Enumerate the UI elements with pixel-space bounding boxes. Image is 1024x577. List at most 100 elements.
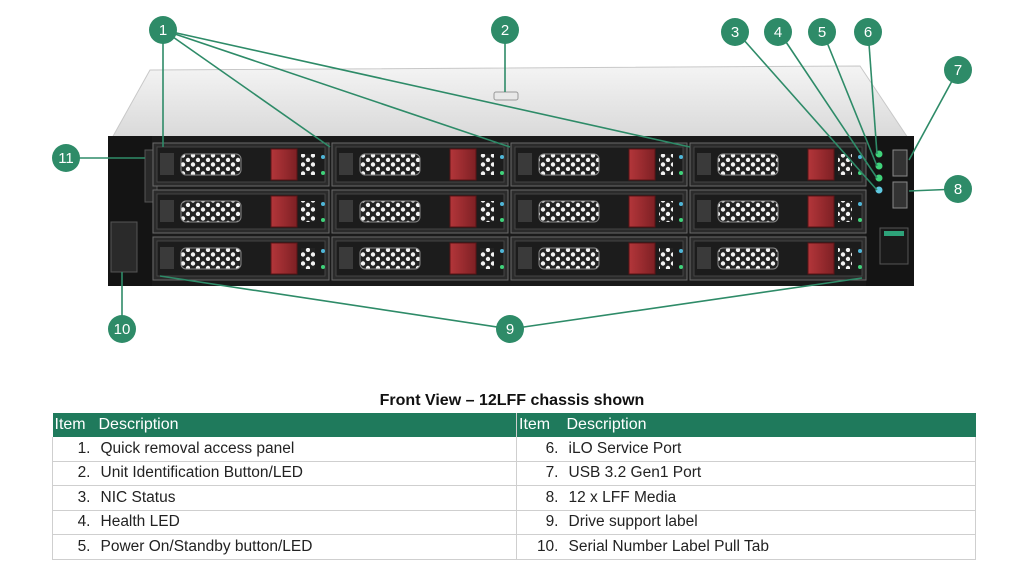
drive-status-led — [679, 171, 683, 175]
drive-support-label — [160, 200, 174, 222]
item-number: 9. — [516, 510, 565, 535]
drive-vent-grill — [538, 153, 600, 176]
chassis-top-cover — [111, 65, 909, 139]
drive-vent-grill — [180, 247, 242, 270]
left-ear-panel — [110, 221, 138, 273]
hpe-logo — [884, 231, 904, 236]
drive-release-latch[interactable] — [628, 148, 656, 181]
drive-status-led — [500, 218, 504, 222]
svg-text:10: 10 — [114, 321, 131, 338]
drive-status-led — [500, 265, 504, 269]
item-number: 2. — [52, 461, 97, 486]
drive-carrier[interactable] — [510, 189, 688, 234]
drive-carrier[interactable] — [689, 189, 867, 234]
figure-caption: Front View – 12LFF chassis shown — [379, 392, 645, 409]
drive-carrier[interactable] — [331, 189, 509, 234]
health-led — [875, 162, 883, 170]
callout-6: 6 — [854, 18, 882, 46]
drive-support-label — [518, 200, 532, 222]
drive-release-latch[interactable] — [628, 195, 656, 228]
drive-activity-led — [858, 202, 862, 206]
drive-release-latch[interactable] — [807, 148, 835, 181]
drive-support-label — [518, 247, 532, 269]
item-number: 10. — [516, 534, 565, 560]
drive-support-label — [339, 200, 353, 222]
svg-text:5: 5 — [818, 24, 826, 41]
item-description: Health LED — [96, 510, 517, 535]
table-row: 5. Power On/Standby button/LED 10. Seria… — [52, 534, 976, 560]
drive-carrier[interactable] — [510, 236, 688, 281]
drive-activity-led — [679, 249, 683, 253]
drive-carrier[interactable] — [689, 142, 867, 187]
drive-activity-led — [858, 249, 862, 253]
header-description-left: Description — [96, 413, 517, 437]
callout-3: 3 — [721, 18, 749, 46]
usb-port[interactable] — [892, 149, 908, 177]
drive-status-led — [321, 171, 325, 175]
drive-side-grill — [838, 154, 852, 175]
drive-carrier[interactable] — [331, 236, 509, 281]
item-number: 8. — [516, 485, 565, 511]
item-number: 1. — [52, 437, 97, 462]
drive-carrier[interactable] — [331, 142, 509, 187]
drive-status-led — [679, 218, 683, 222]
callout-11: 11 — [52, 144, 80, 172]
drive-side-grill — [659, 248, 673, 269]
svg-text:2: 2 — [501, 22, 509, 39]
drive-support-label — [518, 153, 532, 175]
item-description: 12 x LFF Media — [564, 485, 976, 511]
drive-support-label — [339, 153, 353, 175]
drive-release-latch[interactable] — [449, 242, 477, 275]
item-number: 5. — [52, 534, 97, 560]
drive-release-latch[interactable] — [807, 242, 835, 275]
drive-release-latch[interactable] — [449, 195, 477, 228]
drive-status-led — [321, 265, 325, 269]
item-description: USB 3.2 Gen1 Port — [564, 461, 976, 486]
uid-button-led[interactable] — [875, 186, 883, 194]
drive-release-latch[interactable] — [628, 242, 656, 275]
drive-activity-led — [679, 155, 683, 159]
drive-side-grill — [301, 201, 315, 222]
drive-status-led — [679, 265, 683, 269]
drive-carrier[interactable] — [510, 142, 688, 187]
svg-text:3: 3 — [731, 24, 739, 41]
item-number: 3. — [52, 485, 97, 511]
drive-status-led — [321, 218, 325, 222]
item-description: Drive support label — [564, 510, 976, 535]
drive-support-label — [697, 200, 711, 222]
drive-carrier[interactable] — [689, 236, 867, 281]
nic-status-led — [875, 174, 883, 182]
drive-side-grill — [480, 201, 494, 222]
drive-side-grill — [480, 154, 494, 175]
drive-release-latch[interactable] — [270, 195, 298, 228]
drive-support-label — [160, 247, 174, 269]
item-description: Power On/Standby button/LED — [96, 534, 517, 560]
drive-activity-led — [858, 155, 862, 159]
drive-activity-led — [321, 249, 325, 253]
drive-carrier[interactable] — [152, 236, 330, 281]
callout-7: 7 — [944, 56, 972, 84]
callout-2: 2 — [491, 16, 519, 44]
front-ports — [875, 149, 909, 265]
table-row: 1. Quick removal access panel 6. iLO Ser… — [52, 437, 976, 462]
ilo-service-port[interactable] — [892, 181, 908, 209]
drive-release-latch[interactable] — [270, 148, 298, 181]
drive-vent-grill — [717, 247, 779, 270]
drive-release-latch[interactable] — [449, 148, 477, 181]
drive-release-latch[interactable] — [270, 242, 298, 275]
drive-status-led — [858, 218, 862, 222]
drive-side-grill — [659, 201, 673, 222]
drive-carrier[interactable] — [152, 189, 330, 234]
item-number: 6. — [516, 437, 565, 462]
callout-4: 4 — [764, 18, 792, 46]
drive-carrier[interactable] — [152, 142, 330, 187]
item-description: NIC Status — [96, 485, 517, 511]
drive-side-grill — [838, 248, 852, 269]
drive-release-latch[interactable] — [807, 195, 835, 228]
svg-text:8: 8 — [954, 181, 962, 198]
table-header-row: Item Description Item Description — [52, 413, 976, 437]
svg-text:11: 11 — [58, 150, 74, 167]
drive-vent-grill — [717, 153, 779, 176]
drive-status-led — [500, 171, 504, 175]
drive-side-grill — [838, 201, 852, 222]
